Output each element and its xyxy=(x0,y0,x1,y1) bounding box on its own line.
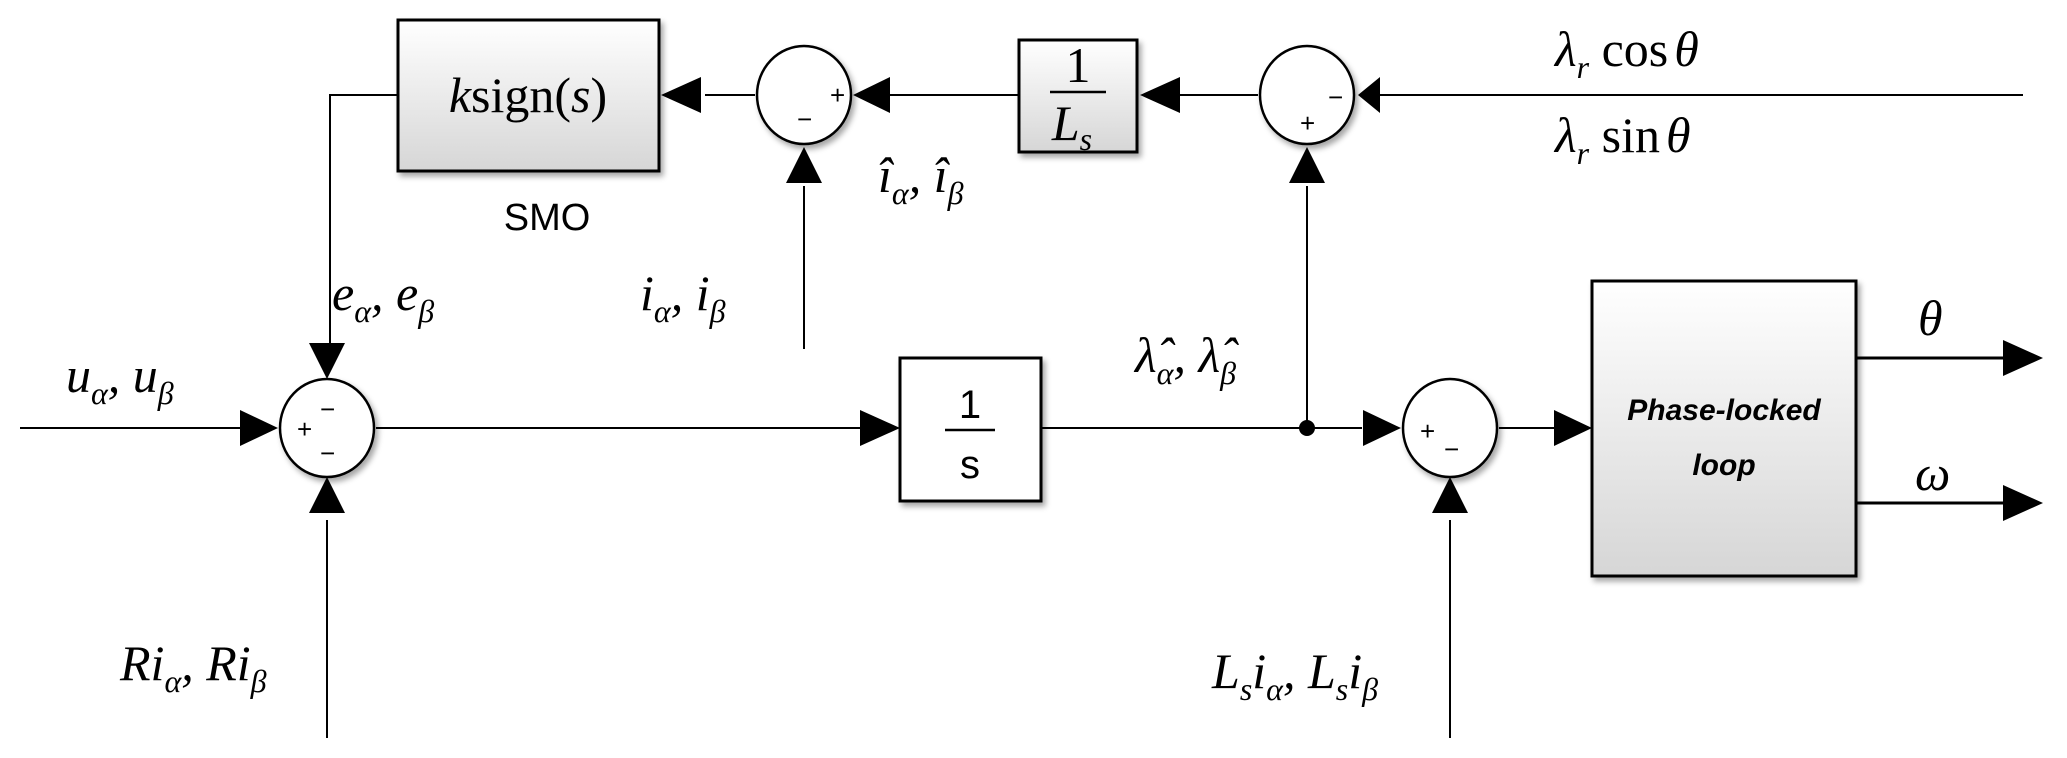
arrowheads xyxy=(240,77,2043,521)
inverse-ls-denominator: L xyxy=(1051,95,1080,151)
arrow-sum2-bottom xyxy=(1289,147,1325,183)
smo-caption: SMO xyxy=(504,197,591,239)
integrator-numerator: 1 xyxy=(959,383,981,427)
arrow-sum4-bottom xyxy=(1432,477,1468,513)
junction-dot xyxy=(1299,420,1315,436)
arrow-sum3-top xyxy=(309,343,345,379)
wire-smo-feedback xyxy=(329,94,398,348)
smo-sign-func: sign( xyxy=(471,67,571,123)
smo-close-paren: ) xyxy=(591,67,608,123)
arrow-sum4-left xyxy=(1363,410,1401,446)
label-i-hat: îα, îβ xyxy=(878,147,964,211)
pll-label-line2: loop xyxy=(1692,449,1755,482)
sum4-sign-bottom: − xyxy=(1444,434,1459,464)
sum3-sign-bottom: − xyxy=(320,438,335,468)
integrator-denominator: s xyxy=(960,443,980,487)
label-omega-output: ω xyxy=(1915,445,1950,501)
svg-text:ksign(s): ksign(s) xyxy=(449,67,607,123)
label-i: iα, iβ xyxy=(640,265,726,329)
arrow-into-pll xyxy=(1554,410,1592,446)
sum-junction-4: + − xyxy=(1401,377,1499,479)
arrow-into-integrator xyxy=(860,410,900,446)
svg-text:Ls: Ls xyxy=(1051,95,1092,157)
arrow-sum3-bottom xyxy=(309,477,345,513)
smo-gain-k: k xyxy=(449,67,472,123)
arrow-omega-out xyxy=(2003,485,2043,521)
label-theta-output: θ xyxy=(1918,290,1943,346)
sum3-sign-left: + xyxy=(297,414,312,444)
inverse-ls-numerator: 1 xyxy=(1066,37,1091,93)
smo-arg: s xyxy=(571,67,590,123)
arrow-into-sum1 xyxy=(853,77,890,113)
arrow-sum3-left xyxy=(240,410,278,446)
sum3-sign-top: − xyxy=(320,394,335,424)
arrow-theta-out xyxy=(2003,340,2043,376)
pll-block: Phase-locked loop xyxy=(1590,279,1858,578)
pll-label-line1: Phase-locked xyxy=(1627,394,1821,427)
sum1-sign-bottom: − xyxy=(797,104,812,134)
arrow-into-invls xyxy=(1140,77,1180,113)
sum-junction-1: + − xyxy=(755,44,853,146)
label-ri: Riα, Riβ xyxy=(119,635,267,699)
inverse-ls-block: 1 Ls xyxy=(1017,37,1139,157)
sum4-sign-left: + xyxy=(1420,416,1435,446)
sum1-sign-right: + xyxy=(830,80,845,110)
inverse-ls-denominator-sub: s xyxy=(1080,121,1092,157)
arrow-into-smo xyxy=(661,77,701,113)
smo-block: ksign(s) xyxy=(396,18,661,173)
integrator-block: 1 s xyxy=(898,356,1043,503)
sum2-sign-bottom: + xyxy=(1300,108,1315,138)
sum-junction-3: + − − xyxy=(278,377,376,479)
label-e: eα, eβ xyxy=(332,265,434,329)
label-ls-i: Lsiα, Lsiβ xyxy=(1211,643,1378,707)
label-lambda-hat: λ̂α, λ̂β xyxy=(1133,327,1239,391)
sum2-sign-right: − xyxy=(1328,82,1343,112)
arrow-sum1-bottom xyxy=(786,147,822,183)
wires xyxy=(20,94,2023,738)
arrow-into-sum2 xyxy=(1358,77,1380,113)
sum-junction-2: − + xyxy=(1258,44,1356,146)
label-u: uα, uβ xyxy=(66,347,174,411)
